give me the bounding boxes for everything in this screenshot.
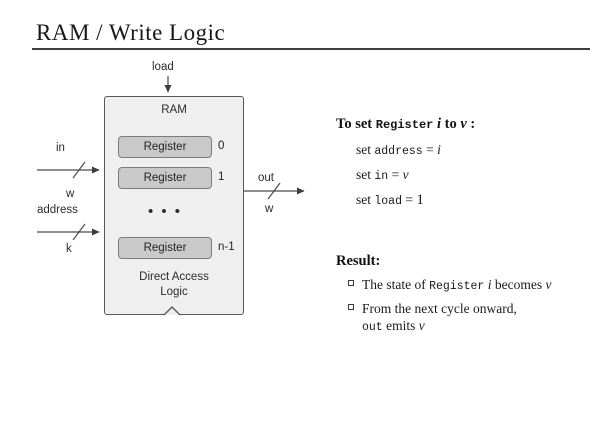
result-heading: Result: (336, 253, 381, 269)
step-equals: = (426, 142, 434, 157)
bullet2-out-token: out (362, 321, 383, 334)
step-verb: set (356, 167, 371, 182)
ram-chip-label: RAM (161, 104, 187, 116)
page-title: RAM / Write Logic (36, 20, 226, 45)
step-equals: = (391, 167, 400, 182)
result-bullet-2: From the next cycle onward, out emits v (348, 300, 606, 336)
ram-chip-box (104, 96, 244, 315)
register-index-0: 0 (218, 140, 225, 152)
step-equals: = (405, 192, 413, 207)
bus-width-label-address: k (66, 243, 72, 255)
bullet2-pre: From the next cycle onward, (362, 301, 517, 316)
signal-label-out: out (258, 172, 274, 184)
clock-chevron-icon (163, 306, 181, 316)
step-value-v: v (402, 167, 409, 182)
bullet-square-icon (348, 304, 354, 310)
wire-in (37, 161, 100, 179)
signal-label-address: address (37, 204, 78, 216)
ram-diagram: RAM Register 0 Register 1 • • • Register… (37, 61, 305, 316)
bullet2-post: emits (386, 318, 416, 333)
bullet1-post: becomes (494, 277, 543, 292)
result-bullet-1: The state of Register i becomes v (348, 276, 606, 295)
bullet1-var-v: v (545, 277, 552, 292)
direct-access-logic-line2: Logic (160, 286, 188, 298)
bus-width-label-in: w (66, 188, 75, 200)
step-set-load: set load = 1 (356, 192, 441, 209)
step-list: set address = i set in = v set load = 1 (356, 142, 441, 218)
step-target-load: load (374, 195, 402, 208)
result-bullet-list: The state of Register i becomes v From t… (348, 276, 606, 341)
bus-width-label-out: w (265, 203, 274, 215)
bullet1-register-token: Register (429, 280, 485, 293)
step-target-address: address (374, 145, 423, 158)
step-value-one: 1 (416, 192, 424, 208)
heading-register-token: Register (375, 118, 434, 132)
step-verb: set (356, 142, 371, 157)
bullet2-var-v: v (418, 318, 425, 333)
step-value-i: i (437, 142, 441, 157)
register-ellipsis: • • • (147, 203, 183, 220)
step-verb: set (356, 192, 371, 207)
direct-access-logic-line1: Direct Access (139, 271, 209, 283)
set-register-heading: To set Register i to v : (336, 116, 475, 133)
step-set-address: set address = i (356, 142, 441, 158)
register-block-n: Register (118, 237, 212, 259)
bullet1-var-i: i (487, 277, 492, 292)
heading-var-v: v (460, 116, 467, 132)
heading-var-i: i (436, 116, 442, 132)
wire-address (37, 223, 100, 241)
heading-prefix: To set (336, 116, 373, 132)
bullet1-pre: The state of (362, 277, 426, 292)
register-index-1: 1 (218, 171, 225, 183)
signal-label-load: load (152, 61, 174, 73)
step-set-in: set in = v (356, 167, 441, 183)
signal-label-in: in (56, 142, 65, 154)
register-index-n: n-1 (218, 241, 235, 253)
wire-out (244, 182, 305, 200)
step-target-in: in (374, 170, 389, 183)
direct-access-logic-label: Direct Access Logic (104, 270, 244, 300)
wire-layer (37, 76, 305, 241)
register-block-1: Register (118, 167, 212, 189)
heading-colon: : (470, 116, 476, 132)
bullet-square-icon (348, 280, 354, 286)
title-divider (32, 48, 590, 50)
heading-mid: to (444, 116, 457, 132)
register-block-0: Register (118, 136, 212, 158)
